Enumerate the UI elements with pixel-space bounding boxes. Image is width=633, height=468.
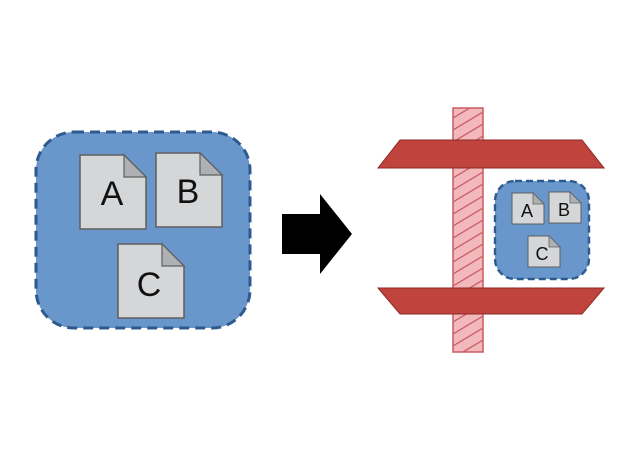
document-fold <box>123 153 148 178</box>
document-label: B <box>558 200 570 220</box>
document-label: A <box>521 201 533 221</box>
document-fold <box>161 242 186 267</box>
document-fold <box>548 235 561 248</box>
document-b-small: B <box>548 191 582 224</box>
document-label: C <box>536 244 549 264</box>
document-a-small: A <box>511 192 545 225</box>
document-fold <box>532 192 545 205</box>
document-fold <box>569 191 582 204</box>
arrow-right-icon <box>282 194 352 274</box>
compressed-folder: A B C <box>493 179 591 281</box>
clamp-press-icon <box>376 107 606 353</box>
clamp-bar-top <box>376 139 606 169</box>
document-fold <box>199 151 224 176</box>
document-label: A <box>101 175 124 213</box>
document-c: C <box>117 242 186 319</box>
clamp-bar-bottom <box>376 287 606 315</box>
source-folder: A B C <box>34 130 252 330</box>
document-b: B <box>155 151 224 228</box>
document-label: C <box>137 266 162 304</box>
document-c-small: C <box>527 235 561 268</box>
document-label: B <box>177 173 200 211</box>
document-a: A <box>79 153 148 230</box>
